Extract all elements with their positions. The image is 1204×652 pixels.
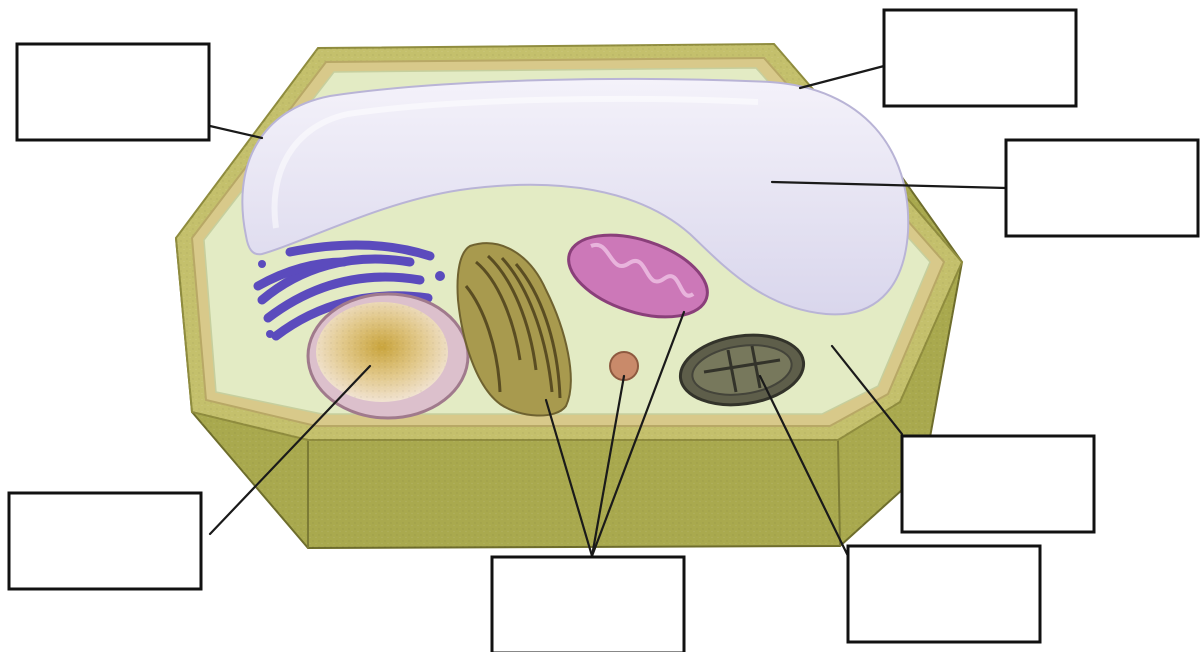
leader-cell-membrane (800, 66, 884, 88)
label-box-cell-membrane[interactable] (884, 10, 1076, 106)
label-box-vacuole[interactable] (1006, 140, 1198, 236)
nucleus (308, 294, 468, 418)
label-box-nucleus[interactable] (9, 493, 201, 589)
label-box-cytoplasm[interactable] (902, 436, 1094, 532)
label-box-ribosome-mitochondria[interactable] (492, 557, 684, 652)
label-box-chloroplast[interactable] (848, 546, 1040, 642)
label-box-cell-wall[interactable] (17, 44, 209, 140)
